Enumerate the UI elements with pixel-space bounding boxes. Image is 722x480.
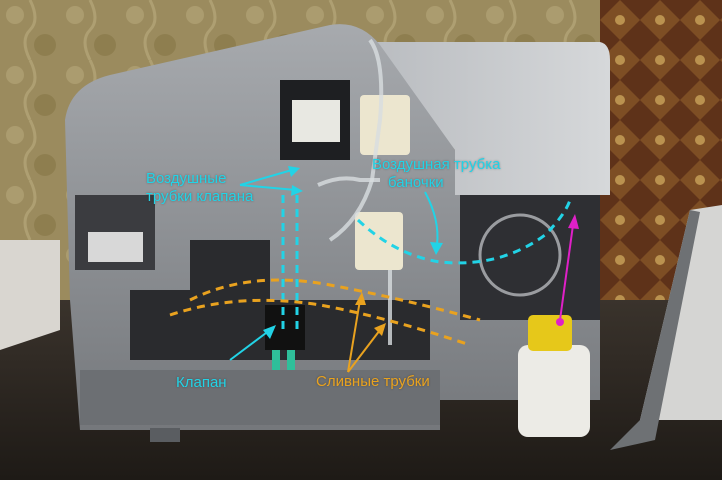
arrow-line-bottle — [424, 191, 439, 246]
arrow-head-bottle — [430, 242, 443, 255]
arrow-line-drain-2 — [347, 329, 381, 373]
ribbon-cable — [88, 232, 143, 262]
paper-sheet — [0, 240, 60, 350]
air-tube-bottle-label-line-1: Воздушная трубка — [372, 156, 501, 173]
tube-clip-lower — [355, 212, 403, 270]
arrow-head-valve-1 — [288, 166, 300, 177]
gear-wheel — [478, 213, 562, 297]
ink-bottle — [518, 345, 590, 437]
printer-foot — [150, 428, 180, 442]
drain-tubes-label: Сливные трубки — [316, 373, 430, 390]
air-tube-bottle-label: Воздушная трубка баночки — [372, 156, 500, 192]
air-tubes-valve-label-line-2: трубки клапана — [146, 188, 254, 205]
clear-tube-1 — [328, 38, 384, 242]
arrow-head-magenta — [568, 214, 579, 229]
arrow-line-valve-1 — [239, 169, 293, 186]
arrow-head-valve-2 — [291, 185, 303, 196]
air-tubes-valve-label-line-1: Воздушные — [146, 170, 227, 187]
air-tube-dash-bottle — [356, 199, 572, 265]
arrow-line-drain-1 — [347, 299, 361, 373]
air-tubes-valve-label: Воздушные трубки клапана — [146, 170, 253, 206]
arrow-line-valve-2 — [239, 184, 297, 191]
arrow-dot-magenta — [556, 318, 564, 326]
drain-tube-dash-2 — [169, 298, 471, 347]
arrow-head-drain-2 — [374, 323, 386, 336]
clear-tube-2 — [317, 176, 380, 187]
air-tube-bottle-label-line-2: баночки — [388, 174, 444, 191]
printer-lid — [370, 42, 610, 195]
printer-base — [80, 370, 440, 425]
tube-clip-upper — [360, 95, 410, 155]
arrow-line-clapan — [229, 329, 271, 361]
arrow-head-clapan — [263, 325, 276, 339]
motor-roller — [292, 100, 340, 142]
valve-label: Клапан — [176, 374, 227, 391]
paper-tray-frame — [610, 210, 700, 450]
drain-tube-dash-1 — [189, 278, 481, 322]
bottle-cap — [528, 315, 572, 351]
arrow-head-drain-1 — [355, 292, 366, 305]
arrow-line-magenta — [559, 224, 574, 321]
